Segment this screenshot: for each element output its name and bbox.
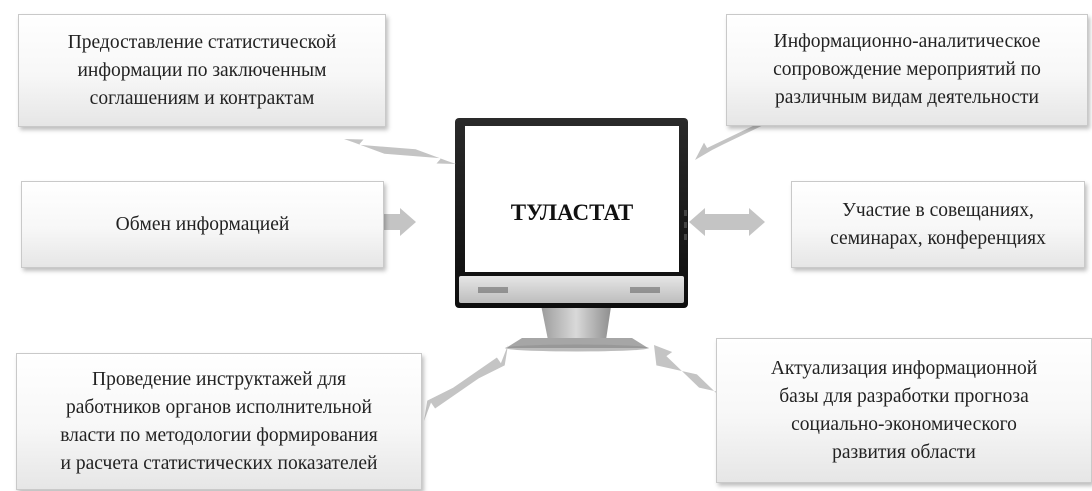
- monitor-stand: [540, 300, 612, 340]
- speaker-left-icon: [478, 287, 508, 293]
- box-instruction-sessions: Проведение инструктажей для работников о…: [16, 353, 422, 490]
- box-information-exchange: Обмен информацией: [21, 181, 384, 268]
- box-analytical-support: Информационно-аналитическое сопровождени…: [726, 14, 1088, 126]
- monitor-chin: [459, 276, 684, 303]
- arrow-mid-right: [689, 208, 765, 236]
- speaker-right-icon: [630, 287, 660, 293]
- monitor-screen: [465, 126, 679, 272]
- box-database-update: Актуализация информационной базы для раз…: [716, 338, 1092, 483]
- monitor: ТУЛАСТАТ: [455, 118, 688, 352]
- arrow-top-left: [344, 139, 456, 164]
- arrow-bottom-left: [424, 345, 508, 421]
- center-label: ТУЛАСТАТ: [511, 200, 634, 225]
- arrow-bottom-right: [654, 345, 742, 417]
- box-statistical-info-provision: Предоставление статистической информации…: [18, 14, 386, 127]
- box-meetings-participation: Участие в совещаниях, семинарах, конфере…: [791, 181, 1085, 268]
